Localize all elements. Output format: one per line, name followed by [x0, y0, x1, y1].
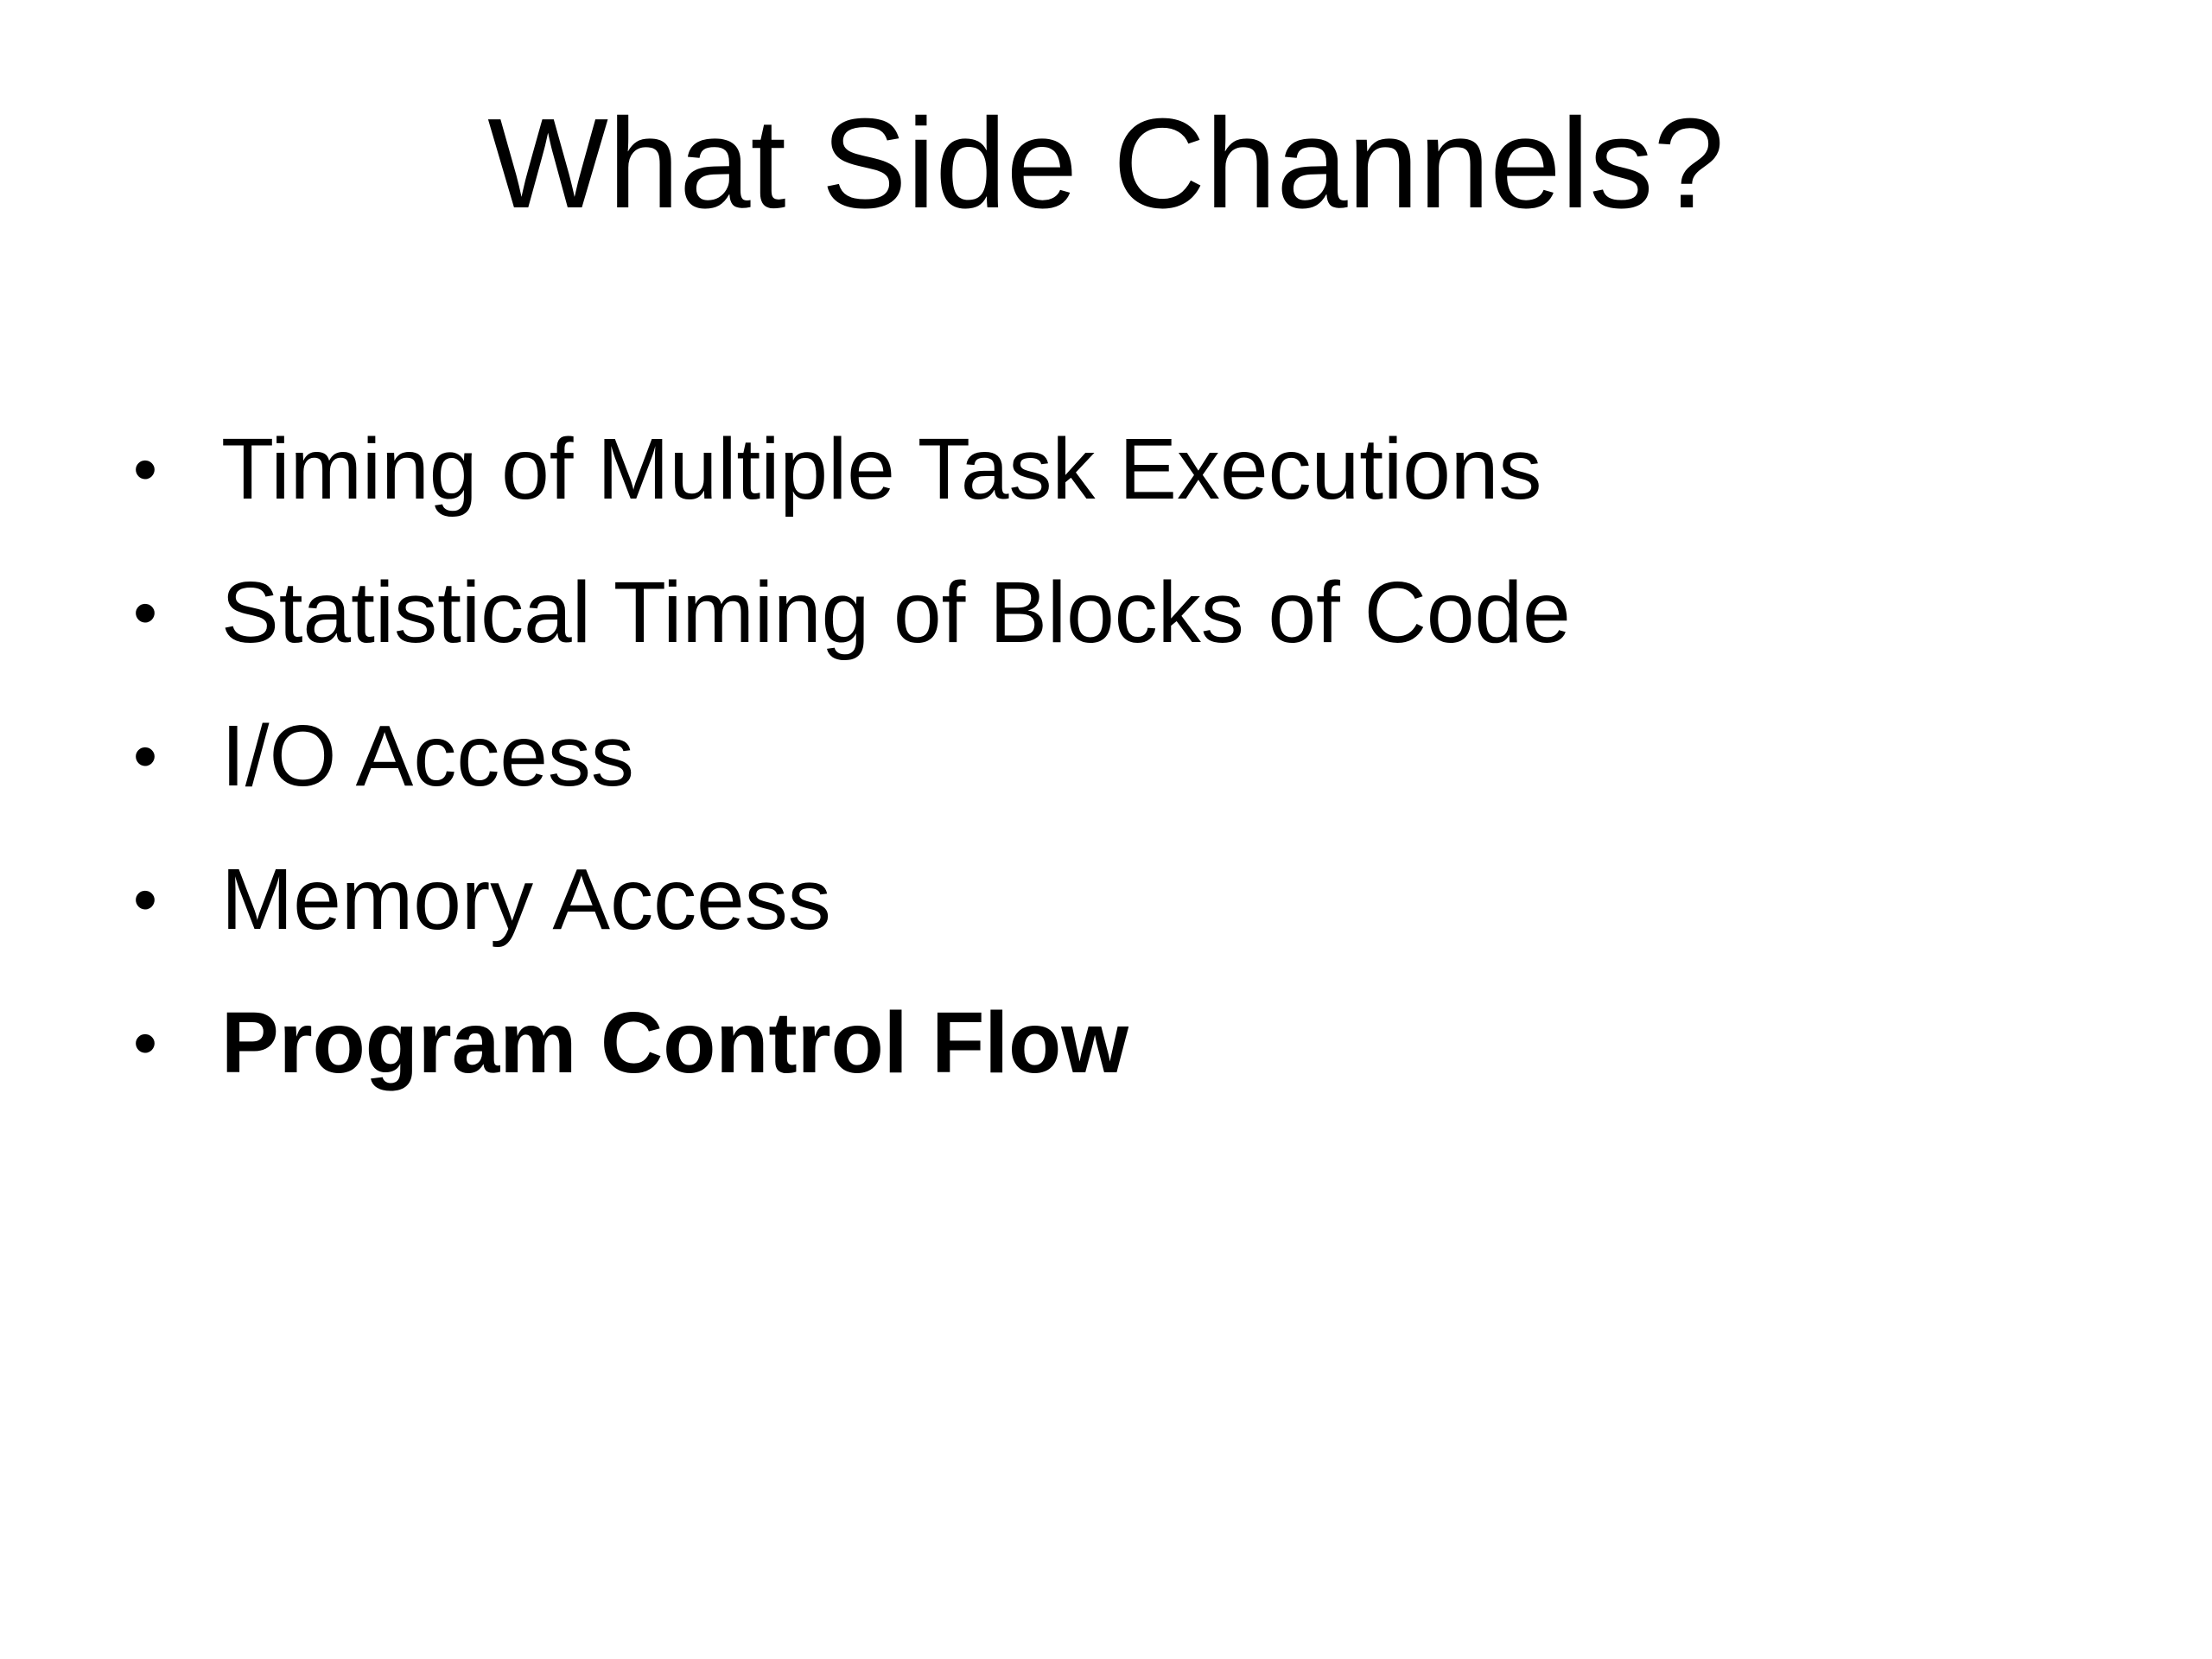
- bullet-text: Statistical Timing of Blocks of Code: [221, 564, 1571, 661]
- bullet-icon: •: [133, 430, 158, 507]
- bullet-item-io-access: • I/O Access: [130, 684, 1571, 828]
- bullet-item-memory-access: • Memory Access: [130, 828, 1571, 971]
- slide-title: What Side Channels?: [487, 92, 1725, 235]
- bullet-text: Program Control Flow: [221, 995, 1128, 1091]
- bullet-item-timing-multiple-tasks: • Timing of Multiple Task Executions: [130, 397, 1571, 541]
- bullet-text: Memory Access: [221, 851, 831, 948]
- bullet-icon: •: [133, 861, 158, 938]
- bullet-item-program-control-flow: • Program Control Flow: [130, 971, 1571, 1115]
- bullet-icon: •: [133, 1004, 158, 1081]
- bullet-text: Timing of Multiple Task Executions: [221, 421, 1542, 518]
- bullet-icon: •: [133, 574, 158, 651]
- bullet-item-statistical-timing: • Statistical Timing of Blocks of Code: [130, 541, 1571, 684]
- bullet-icon: •: [133, 717, 158, 794]
- bullet-list: • Timing of Multiple Task Executions • S…: [130, 397, 1571, 1115]
- bullet-text: I/O Access: [221, 708, 634, 804]
